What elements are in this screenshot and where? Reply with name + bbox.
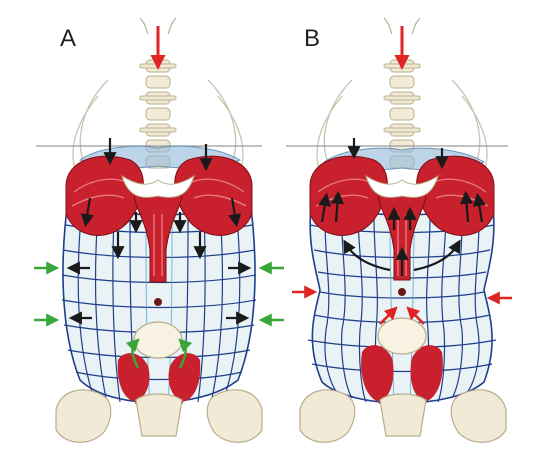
neck-outline-b: [383, 17, 421, 35]
center-point-b: [398, 288, 406, 296]
pelvis-bone-b: [299, 317, 507, 443]
red-arrow-icon-group: [292, 285, 512, 325]
neck-outline: [139, 17, 177, 35]
black-arrow-icon-group: [66, 138, 252, 325]
panel-b-label: B: [304, 25, 320, 52]
pelvis-bone: [55, 321, 263, 443]
green-arrow-icon-group: [34, 261, 284, 369]
pelvic-floor: [117, 353, 201, 402]
center-point: [154, 298, 162, 306]
black-arrow-icon-group-b: [318, 138, 486, 276]
panel-a: A: [34, 17, 284, 443]
panel-b: B: [286, 17, 512, 443]
panel-a-label: A: [60, 25, 76, 52]
pelvic-floor-b: [361, 345, 443, 402]
